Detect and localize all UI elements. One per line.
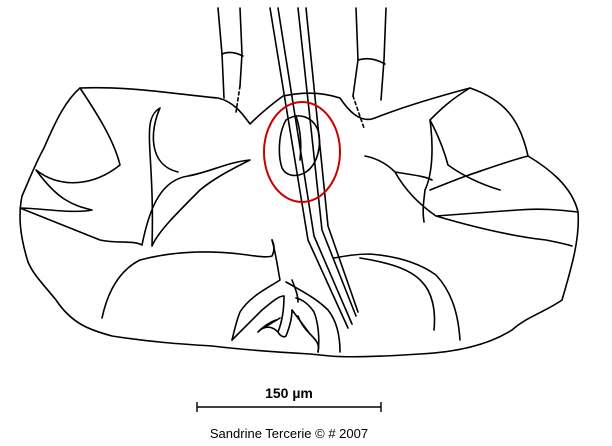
highlight-circle [263, 101, 341, 203]
inner-nucleus-detail [295, 115, 302, 161]
left-lower-lobe [101, 239, 275, 319]
body-outline [19, 86, 580, 358]
inner-nucleus [278, 115, 321, 177]
right-arm-structure [364, 87, 579, 247]
right-stalk [352, 7, 387, 129]
parallel-fibers [269, 7, 359, 329]
right-lower-lobe [333, 253, 461, 341]
left-arm-structure [19, 87, 251, 247]
center-tree [231, 239, 341, 353]
credit-text: Sandrine Tercerie © # 2007 [210, 426, 368, 441]
scale-bar: 150 µm [196, 385, 382, 412]
scale-bar-label: 150 µm [265, 385, 313, 401]
left-stalk [217, 7, 244, 113]
